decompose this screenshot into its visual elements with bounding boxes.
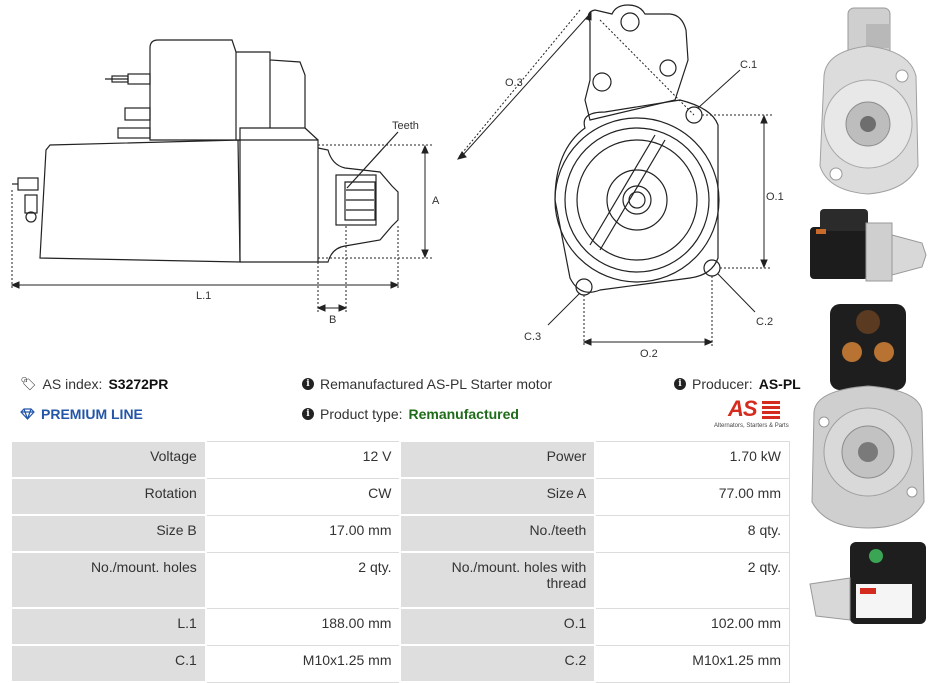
producer-logo[interactable]: AS Alternators, Starters & Parts [714, 396, 792, 432]
producer-label: Producer: [692, 376, 753, 392]
spec-value: 12 V [205, 440, 401, 479]
spec-label: C.2 [399, 644, 597, 683]
spec-value: 2 qty. [594, 551, 791, 609]
spec-value: 77.00 mm [594, 477, 791, 516]
description: i Remanufactured AS-PL Starter motor [302, 376, 552, 392]
front-view-drawing: O.3 C.1 O.1 C.2 C.3 O.2 [456, 4, 784, 360]
table-row: L.1 188.00 mm O.1 102.00 mm [10, 607, 791, 646]
spec-label: No./teeth [399, 514, 597, 553]
label-a: A [432, 195, 440, 207]
table-row: C.1 M10x1.25 mm C.2 M10x1.25 mm [10, 644, 791, 683]
label-o2: O.2 [640, 348, 658, 360]
table-row: No./mount. holes 2 qty. No./mount. holes… [10, 551, 791, 609]
table-row: Rotation CW Size A 77.00 mm [10, 477, 791, 516]
spec-label: No./mount. holes [10, 551, 207, 609]
info-icon: i [302, 408, 314, 420]
spec-label: Size B [10, 514, 207, 553]
product-type-label: Product type: [320, 406, 403, 422]
tag-icon: 🏷︎ [20, 376, 37, 391]
spec-value: M10x1.25 mm [594, 644, 791, 683]
info-icon: i [674, 378, 686, 390]
spec-value: CW [205, 477, 401, 516]
label-o3: O.3 [505, 77, 523, 89]
spec-label: O.1 [399, 607, 597, 646]
product-type-value: Remanufactured [408, 406, 519, 422]
spec-label: L.1 [10, 607, 207, 646]
spec-value: 8 qty. [594, 514, 791, 553]
spec-label: C.1 [10, 644, 207, 683]
product-type: i Product type: Remanufactured [302, 406, 519, 422]
spec-value: M10x1.25 mm [205, 644, 401, 683]
producer-value: AS-PL [758, 376, 801, 392]
spec-label: Size A [399, 477, 597, 516]
spec-value: 1.70 kW [594, 440, 791, 479]
product-photo-label[interactable] [806, 534, 930, 630]
label-c3: C.3 [524, 331, 541, 343]
product-photo-front[interactable] [806, 6, 930, 196]
label-c1: C.1 [740, 59, 757, 71]
logo-tagline: Alternators, Starters & Parts [714, 423, 789, 429]
logo-stripes [762, 401, 780, 419]
label-teeth: Teeth [392, 120, 419, 132]
producer: i Producer: AS-PL [674, 376, 801, 392]
premium-line[interactable]: PREMIUM LINE [20, 406, 143, 422]
spec-value: 17.00 mm [205, 514, 401, 553]
diamond-icon [20, 408, 35, 420]
description-text: Remanufactured AS-PL Starter motor [320, 376, 553, 392]
spec-label: No./mount. holes with thread [399, 551, 597, 609]
logo-text: AS [728, 396, 758, 421]
label-l1: L.1 [196, 290, 211, 302]
side-view-drawing: Teeth A L.1 B [10, 39, 440, 326]
spec-label: Rotation [10, 477, 207, 516]
as-index: 🏷︎ AS index: S3272PR [20, 376, 168, 392]
spec-label: Power [399, 440, 597, 479]
label-b: B [329, 314, 336, 326]
spec-value: 2 qty. [205, 551, 401, 609]
product-photo-side[interactable] [806, 205, 930, 285]
spec-value: 102.00 mm [594, 607, 791, 646]
spec-label: Voltage [10, 440, 207, 479]
as-index-value: S3272PR [108, 376, 169, 392]
as-index-label: AS index: [42, 376, 103, 392]
table-row: Voltage 12 V Power 1.70 kW [10, 440, 791, 479]
premium-line-label: PREMIUM LINE [41, 406, 143, 422]
label-o1: O.1 [766, 191, 784, 203]
label-c2: C.2 [756, 316, 773, 328]
spec-value: 188.00 mm [205, 607, 401, 646]
info-icon: i [302, 378, 314, 390]
table-row: Size B 17.00 mm No./teeth 8 qty. [10, 514, 791, 553]
spec-table: Voltage 12 V Power 1.70 kW Rotation CW S… [10, 440, 791, 683]
product-photo-rear[interactable] [806, 302, 930, 530]
